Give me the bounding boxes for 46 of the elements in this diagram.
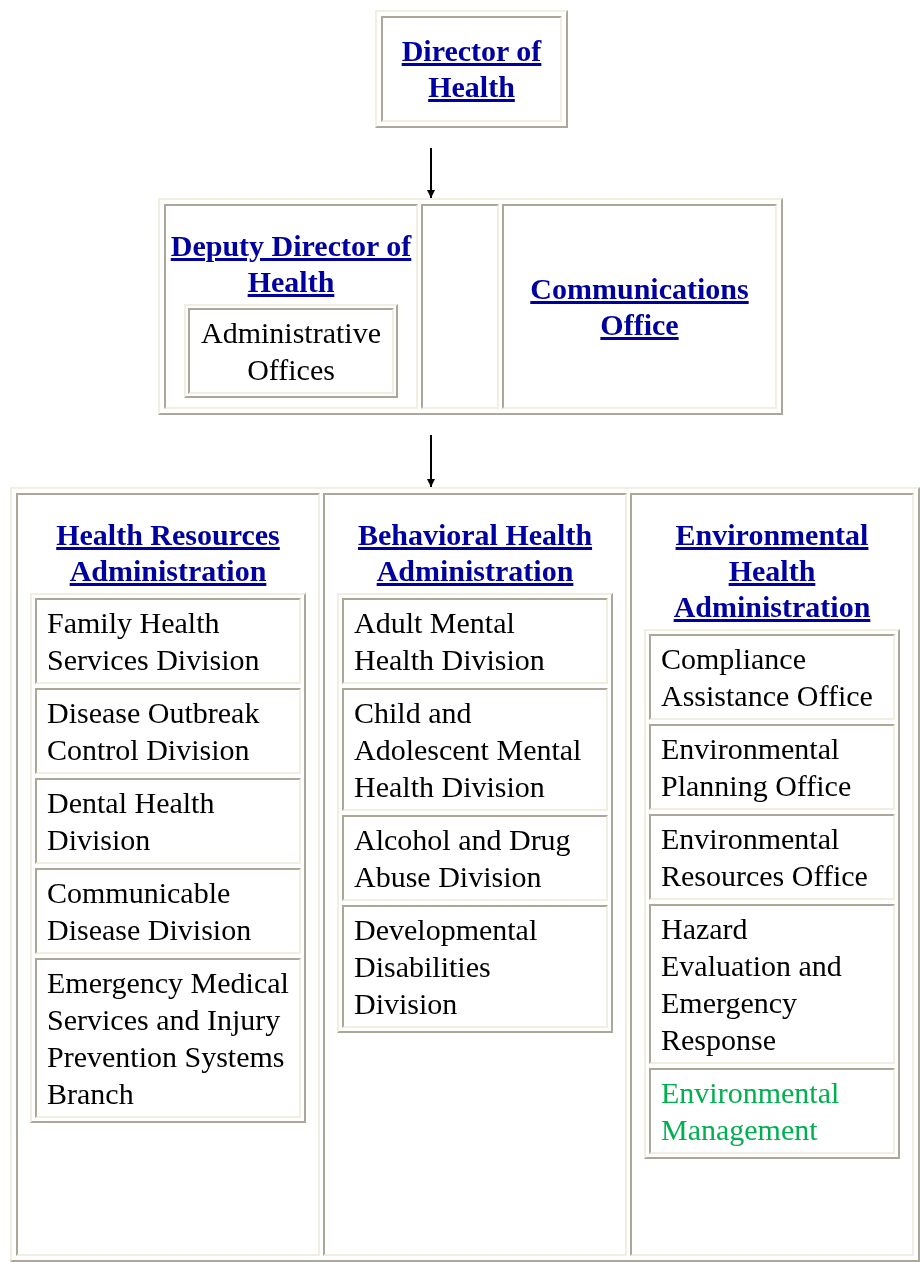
heading-link: Health Resources Administration bbox=[55, 517, 281, 589]
group-box bbox=[10, 487, 920, 1262]
administration-column bbox=[323, 493, 627, 1256]
division-name: Environmental Planning Office bbox=[661, 731, 853, 804]
division-box bbox=[35, 598, 301, 684]
division-name: Alcohol and Drug Abuse Division bbox=[354, 822, 572, 895]
division-box bbox=[649, 634, 895, 720]
division-name: Administrative Offices bbox=[200, 315, 382, 388]
heading-link: Environmental Health Administration bbox=[672, 517, 872, 625]
office-cell bbox=[164, 204, 418, 409]
heading-link: Deputy Director of Health bbox=[169, 228, 413, 300]
division-name: Adult Mental Health Division bbox=[354, 605, 546, 678]
division-name: Environmental Resources Office bbox=[661, 821, 869, 894]
division-box bbox=[649, 904, 895, 1064]
division-box bbox=[342, 688, 608, 811]
division-box bbox=[342, 905, 608, 1028]
division-box bbox=[35, 958, 301, 1118]
administration-column bbox=[630, 493, 914, 1256]
division-name: Dental Health Division bbox=[47, 785, 216, 858]
division-name: Developmental Disabilities Division bbox=[354, 912, 539, 1022]
division-name: Child and Adolescent Mental Health Division bbox=[354, 695, 583, 805]
division-box bbox=[342, 815, 608, 901]
administration-column bbox=[16, 493, 320, 1256]
division-name: Disease Outbreak Control Division bbox=[47, 695, 261, 768]
division-box bbox=[649, 1068, 895, 1154]
division-name: Compliance Assistance Office bbox=[661, 641, 874, 714]
division-name: Emergency Medical Services and Injury Prevention Systems Branch bbox=[47, 965, 289, 1112]
division-name: Environmental Management bbox=[661, 1075, 841, 1148]
division-name: Hazard Evaluation and Emergency Response bbox=[661, 911, 843, 1058]
division-name: Communicable Disease Division bbox=[47, 875, 253, 948]
heading-link: Director of Health bbox=[400, 33, 543, 105]
heading-link: Communications Office bbox=[529, 270, 750, 343]
title-box bbox=[375, 10, 568, 128]
group-box bbox=[158, 198, 783, 415]
division-name: Family Health Services Division bbox=[47, 605, 261, 678]
division-box bbox=[649, 814, 895, 900]
division-box bbox=[649, 724, 895, 810]
division-box bbox=[342, 598, 608, 684]
office-cell bbox=[502, 204, 777, 409]
empty-cell bbox=[421, 204, 499, 409]
arrow bbox=[427, 147, 435, 199]
arrow bbox=[427, 434, 435, 488]
division-box bbox=[35, 688, 301, 774]
division-box bbox=[35, 778, 301, 864]
heading-link: Behavioral Health Administration bbox=[356, 517, 594, 589]
division-box bbox=[35, 868, 301, 954]
